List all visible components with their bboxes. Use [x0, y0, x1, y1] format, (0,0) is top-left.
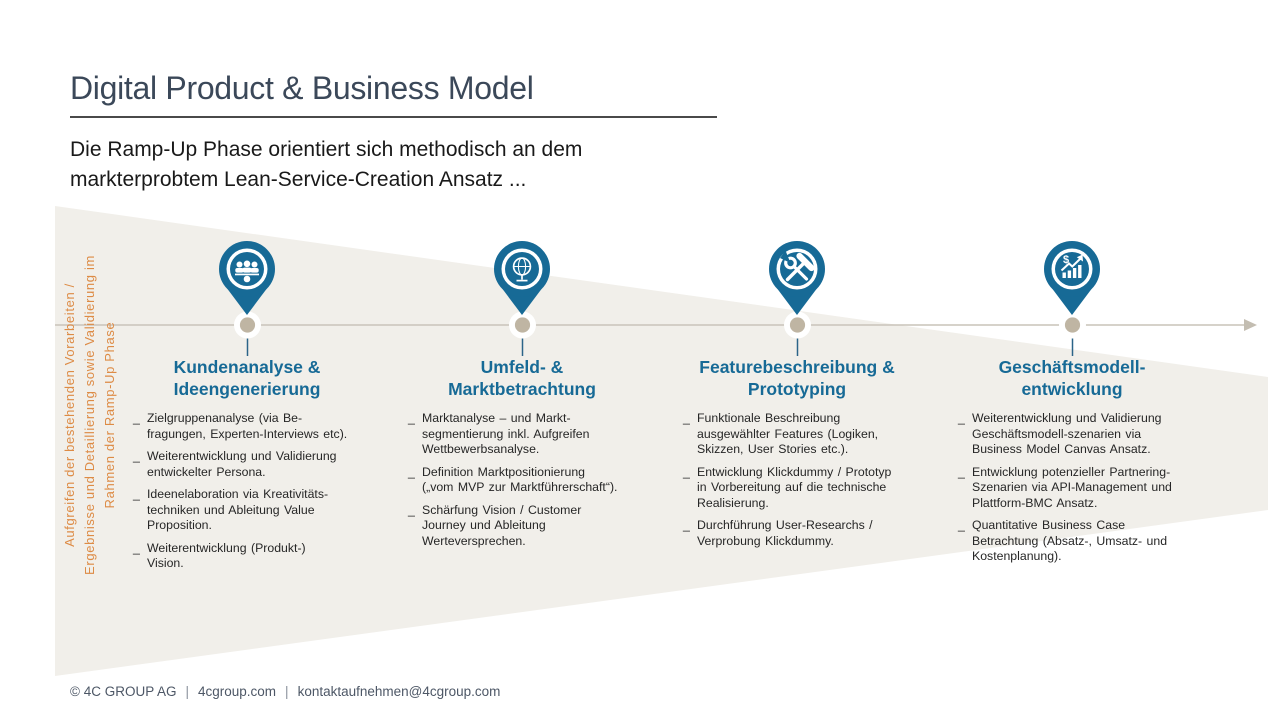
bullet-text: Zielgruppenanalyse (via Be- fragungen, E…	[147, 411, 348, 441]
bullet-text: Definition Marktpositionierung („vom MVP…	[422, 464, 618, 495]
map-pin-marker	[494, 241, 550, 315]
bullet-marker: _	[408, 502, 415, 517]
hammer-wrench-icon	[780, 250, 815, 282]
bullet-marker: _	[958, 464, 965, 479]
bullet-text: Weiterentwicklung und Validierung Geschä…	[972, 411, 1162, 456]
map-pin-marker	[769, 241, 825, 315]
timeline-node	[784, 311, 811, 356]
list-item: _ Definition Marktpositionierung („vom MV…	[408, 465, 644, 496]
list-item: _ Entwicklung Klickdummy / Prototyp in Vo…	[683, 465, 919, 512]
list-item: _ Entwicklung potenzieller Partnering- Sz…	[958, 465, 1194, 512]
bullet-marker: _	[133, 540, 140, 555]
growth-chart-icon: $	[1060, 254, 1083, 278]
phase-bullet-list: _ Weiterentwicklung und Validierung Gesch…	[958, 411, 1194, 572]
bullet-marker: _	[683, 411, 690, 425]
map-pin-marker: $	[1044, 241, 1100, 315]
page-title: Digital Product & Business Model	[70, 70, 534, 106]
side-label: Aufgreifen der bestehenden Vorarbeiten /…	[62, 255, 117, 575]
bullet-text: Marktanalyse – und Markt- segmentierung …	[422, 411, 590, 456]
bullet-marker: _	[408, 411, 415, 425]
bullet-text: Schärfung Vision / Customer Journey und …	[422, 502, 582, 548]
bullet-text: Funktionale Beschreibung ausgewählter Fe…	[697, 411, 879, 456]
phase-heading: Kundenanalyse & Ideengenerierung	[173, 357, 321, 399]
list-item: _ Weiterentwicklung und Validierung Gesch…	[958, 411, 1194, 458]
bullet-text: Durchführung User-Researchs / Verprobung…	[697, 518, 873, 548]
list-item: _ Schärfung Vision / Customer Journey und…	[408, 503, 644, 550]
list-item: _ Marktanalyse – und Markt- segmentierung…	[408, 411, 644, 458]
phase-heading: Umfeld- & Marktbetrachtung	[448, 357, 596, 399]
bullet-text: Quantitative Business Case Betrachtung (…	[972, 518, 1168, 563]
timeline-node	[1059, 311, 1086, 356]
footer-separator: |	[285, 684, 289, 699]
phase-bullet-list: _ Zielgruppenanalyse (via Be- fragungen, …	[133, 411, 369, 579]
bullet-text: Weiterentwicklung und Validierung entwic…	[147, 449, 337, 479]
svg-text:$: $	[1063, 254, 1069, 266]
footer-website: 4cgroup.com	[198, 684, 277, 699]
title-underline	[70, 116, 717, 118]
subtitle: Die Ramp-Up Phase orientiert sich method…	[70, 138, 583, 191]
phase-heading: Geschäftsmodell- entwicklung	[998, 357, 1146, 399]
list-item: _ Ideenelaboration via Kreativitäts- tech…	[133, 487, 369, 534]
bullet-marker: _	[683, 518, 690, 532]
list-item: _ Weiterentwicklung und Validierung entwi…	[133, 449, 369, 480]
funnel-wedge-shape	[55, 206, 1268, 676]
timeline-node	[234, 311, 261, 356]
list-item: _ Quantitative Business Case Betrachtung …	[958, 518, 1194, 565]
map-pin-marker	[219, 241, 275, 315]
footer-separator: |	[185, 684, 189, 699]
bullet-marker: _	[958, 411, 965, 425]
phase-heading: Featurebeschreibung & Prototyping	[699, 357, 895, 399]
bullet-text: Entwicklung Klickdummy / Prototyp in Vor…	[697, 464, 892, 510]
footer-email: kontaktaufnehmen@4cgroup.com	[297, 684, 501, 699]
list-item: _ Durchführung User-Researchs / Verprobun…	[683, 518, 919, 549]
list-item: _ Weiterentwicklung (Produkt-) Vision.	[133, 541, 369, 572]
timeline-node	[509, 311, 536, 356]
bullet-marker: _	[683, 464, 690, 479]
footer-copyright: © 4C GROUP AG	[70, 684, 177, 699]
bullet-marker: _	[133, 411, 140, 425]
footer: © 4C GROUP AG | 4cgroup.com | kontaktaufnehm…	[70, 684, 500, 699]
phase-bullet-list: _ Marktanalyse – und Markt- segmentierung…	[408, 411, 644, 556]
list-item: _ Zielgruppenanalyse (via Be- fragungen, …	[133, 411, 369, 442]
bullet-text: Weiterentwicklung (Produkt-) Vision.	[147, 540, 306, 571]
bullet-marker: _	[958, 518, 965, 532]
list-item: _ Funktionale Beschreibung ausgewählter F…	[683, 411, 919, 458]
bullet-marker: _	[408, 464, 415, 479]
bullet-text: Ideenelaboration via Kreativitäts- techn…	[147, 487, 329, 532]
bullet-marker: _	[133, 487, 140, 501]
phase-bullet-list: _ Funktionale Beschreibung ausgewählter F…	[683, 411, 919, 556]
globe-icon	[512, 257, 532, 282]
bullet-marker: _	[133, 449, 140, 463]
people-group-icon	[235, 260, 259, 283]
timeline-arrow-icon	[1244, 319, 1257, 331]
bullet-text: Entwicklung potenzieller Partnering- Sze…	[972, 464, 1172, 510]
